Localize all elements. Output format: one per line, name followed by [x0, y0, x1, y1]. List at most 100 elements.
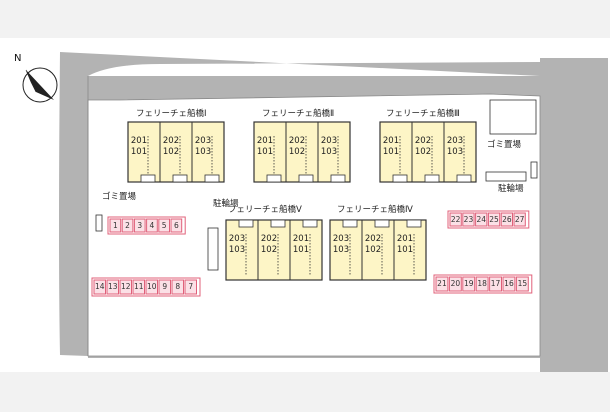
entrance-mark: [302, 219, 318, 228]
parking-space-number: 7: [188, 282, 194, 291]
building-name: フェリーチェ船橋Ⅰ: [136, 109, 207, 119]
entrance-mark: [238, 219, 254, 228]
parking-space: [475, 212, 488, 227]
parking-row-left-top: [107, 216, 186, 235]
unit-upper-number: 203: [332, 234, 350, 244]
parking-space-number: 25: [489, 215, 499, 224]
building-outline: [127, 121, 225, 183]
parking-space: [106, 279, 119, 295]
parking-space: [502, 276, 516, 292]
building-4: [225, 219, 323, 281]
parking-space-number: 17: [490, 279, 501, 288]
unit-upper-number: 202: [414, 136, 432, 146]
unit-lower-number: 102: [260, 245, 278, 255]
building-1: [127, 121, 225, 183]
parking-space: [109, 218, 122, 233]
entrance-mark: [374, 219, 390, 228]
entrance-mark: [204, 174, 220, 183]
parking-space-number: 9: [162, 282, 168, 291]
unit-lower-number: 103: [332, 245, 350, 255]
garbage-label-left: ゴミ置場: [102, 192, 137, 202]
unit-lower-number: 101: [256, 147, 274, 157]
entrance-mark: [342, 219, 358, 228]
parking-space: [462, 276, 476, 292]
parking-row-right-top: [447, 210, 530, 229]
parking-space-number: 16: [504, 279, 514, 288]
parking-space-number: 20: [450, 279, 461, 288]
compass-label: N: [14, 53, 22, 64]
unit-lower-number: 103: [194, 147, 212, 157]
parking-space-number: 19: [463, 279, 474, 288]
building-outline: [329, 219, 427, 281]
garbage-box-left: [95, 214, 103, 232]
parking-space: [158, 279, 171, 295]
unit-upper-number: 201: [256, 136, 274, 146]
parking-space-number: 12: [120, 282, 131, 291]
unit-upper-number: 202: [162, 136, 180, 146]
entrance-mark: [140, 174, 156, 183]
unit-lower-number: 103: [320, 147, 338, 157]
parking-space-number: 10: [146, 282, 157, 291]
unit-upper-number: 202: [288, 136, 306, 146]
parking-space: [513, 212, 526, 227]
building-name: フェリーチェ船橋Ⅴ: [228, 205, 302, 215]
parking-space-number: 3: [137, 221, 143, 230]
building-name: フェリーチェ船橋Ⅱ: [262, 109, 335, 119]
parking-space: [500, 212, 514, 227]
unit-upper-number: 201: [382, 136, 400, 146]
entrance-mark: [172, 174, 188, 183]
bicycle-rack-left: [207, 227, 219, 271]
unit-lower-number: 101: [292, 245, 310, 255]
building-2: [253, 121, 351, 183]
north-arrow-icon: [22, 67, 58, 103]
entrance-mark: [392, 174, 408, 183]
parking-space-number: 14: [94, 282, 105, 291]
parking-space-number: 5: [161, 221, 167, 230]
building-name: フェリーチェ船橋Ⅲ: [386, 109, 460, 119]
unit-upper-number: 203: [194, 136, 212, 146]
parking-space-number: 15: [517, 279, 528, 288]
parking-space: [171, 279, 184, 295]
parking-space-number: 11: [133, 282, 144, 291]
building-outline: [379, 121, 477, 183]
parking-space-number: 21: [437, 279, 447, 288]
unit-upper-number: 202: [260, 234, 278, 244]
bicycle-label-right: 駐輪場: [498, 184, 524, 194]
parking-row-outline: [91, 277, 201, 297]
building-5: [329, 219, 427, 281]
top-band: [0, 0, 610, 38]
bicycle-rack-right: [485, 171, 527, 182]
bottom-band: [0, 372, 610, 412]
parking-space-number: 4: [149, 221, 155, 230]
unit-lower-number: 102: [414, 147, 432, 157]
buildings-layer: [127, 121, 477, 281]
parking-space: [184, 279, 197, 295]
parking-space: [132, 279, 145, 295]
entrance-mark: [270, 219, 286, 228]
parking-space: [475, 276, 489, 292]
parking-space-number: 18: [477, 279, 487, 288]
unit-upper-number: 201: [396, 234, 414, 244]
parking-space: [487, 212, 501, 227]
unit-lower-number: 103: [446, 147, 464, 157]
parking-space: [119, 279, 132, 295]
parking-space: [489, 276, 503, 292]
unit-upper-number: 201: [130, 136, 148, 146]
unit-upper-number: 203: [446, 136, 464, 146]
parking-space: [515, 276, 529, 292]
parking-space: [435, 276, 449, 292]
unit-lower-number: 102: [162, 147, 180, 157]
garbage-label-right: ゴミ置場: [487, 140, 522, 150]
parking-space-number: 23: [463, 215, 474, 224]
parking-space: [158, 218, 171, 233]
parking-space: [133, 218, 146, 233]
parking-space: [93, 279, 106, 295]
parking-layer: [91, 210, 533, 297]
parking-row-outline: [107, 216, 186, 235]
parking-space-number: 1: [112, 221, 118, 230]
unit-lower-number: 101: [396, 245, 414, 255]
entrance-mark: [406, 219, 422, 228]
unit-upper-number: 202: [364, 234, 382, 244]
building-name: フェリーチェ船橋Ⅳ: [337, 205, 413, 215]
